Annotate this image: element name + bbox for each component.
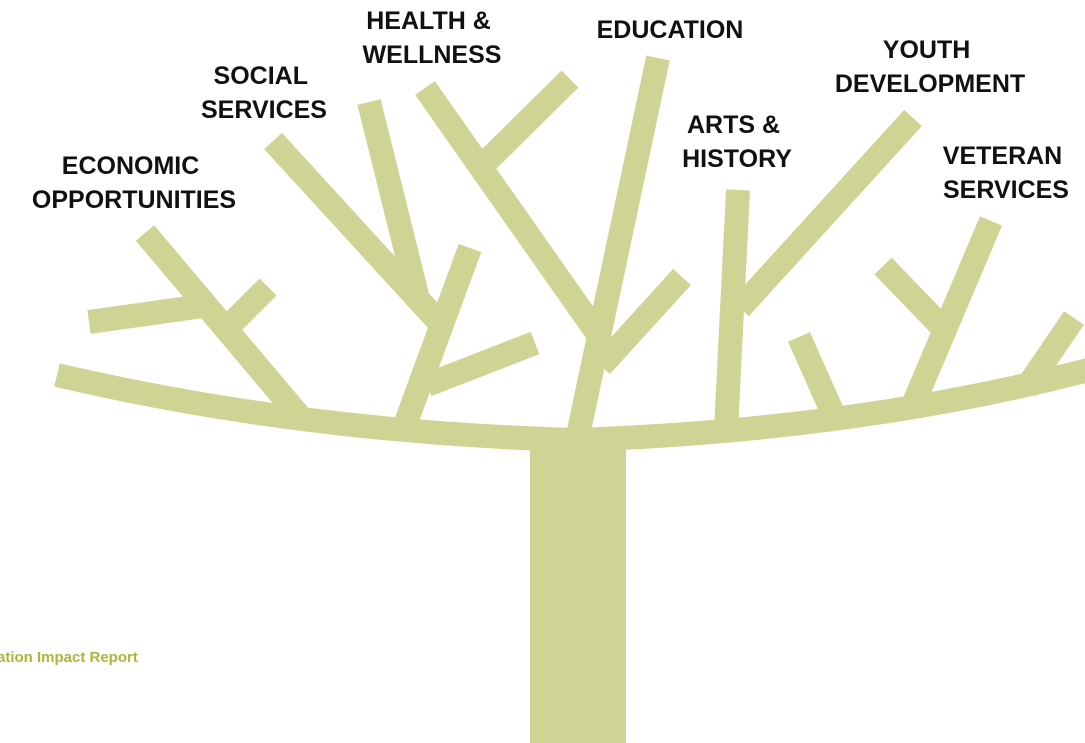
label-health-wellness: HEALTH & WELLNESS: [363, 7, 502, 69]
twig-education-right: [592, 268, 691, 375]
branch-arts: [714, 189, 750, 431]
main-branch: [54, 358, 1085, 452]
footer-report-title: ation Impact Report: [0, 649, 138, 666]
label-youth-development: YOUTH DEVELOPMENT: [835, 36, 1025, 98]
twig-social-c: [422, 331, 540, 397]
branch-veteran: [898, 216, 1003, 417]
label-economic-opportunities: ECONOMIC OPPORTUNITIES: [32, 152, 236, 214]
twig-youth: [731, 109, 922, 317]
twig-health: [415, 81, 612, 347]
label-education: EDUCATION: [597, 16, 744, 44]
twig-economic-left: [87, 293, 212, 334]
category-labels: ECONOMIC OPPORTUNITIES SOCIAL SERVICES H…: [32, 7, 1069, 214]
label-veteran-services: VETERAN SERVICES: [943, 142, 1069, 204]
label-social-services: SOCIAL SERVICES: [201, 62, 327, 124]
label-arts-history: ARTS & HISTORY: [682, 111, 792, 173]
branch-education: [566, 55, 670, 438]
twig-right-small: [788, 332, 846, 423]
twig-social-b: [357, 99, 429, 298]
branch-social: [393, 243, 482, 430]
tree-graphic: [54, 55, 1085, 743]
twig-veteran-left: [874, 257, 949, 334]
twig-health-upper: [474, 70, 579, 174]
twig-far-right: [1015, 311, 1084, 397]
tree-trunk: [530, 430, 626, 743]
twig-economic-right: [216, 278, 277, 339]
